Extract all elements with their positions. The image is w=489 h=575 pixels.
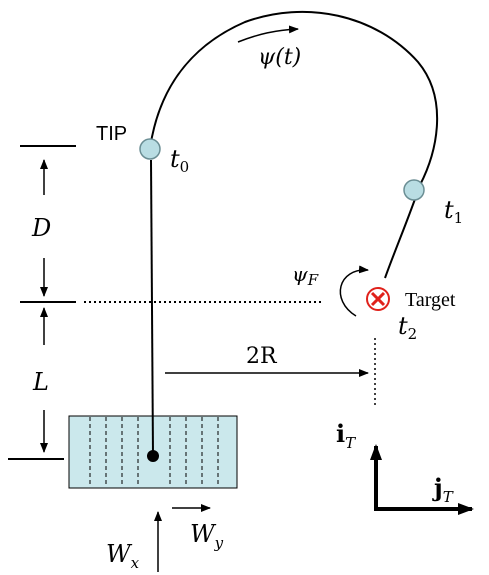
node-t0 — [139, 138, 161, 160]
anchor-dot — [147, 450, 159, 462]
target-marker — [366, 287, 390, 311]
tip-label: TIP — [96, 123, 127, 145]
j-t-label: jT — [432, 473, 454, 506]
d-label: D — [31, 214, 51, 242]
psi-f-label: ψF — [292, 262, 319, 289]
wy-label: Wy — [190, 520, 224, 552]
psi-t-label: ψ(t) — [258, 45, 301, 70]
dimension-ticks — [8, 145, 76, 460]
wx-label: Wx — [106, 540, 140, 572]
target-label: Target — [405, 289, 456, 311]
t2-label: t2 — [398, 312, 417, 343]
two-r-label: 2R — [246, 344, 278, 369]
t1-label: t1 — [444, 196, 463, 227]
node-t1 — [403, 179, 425, 201]
psi-t-arrow — [237, 25, 299, 43]
i-t-label: iT — [336, 419, 356, 452]
t0-label: t0 — [170, 145, 189, 176]
l-label: L — [32, 368, 49, 396]
psi-f-arc — [339, 265, 369, 317]
vertical-line — [150, 159, 154, 457]
